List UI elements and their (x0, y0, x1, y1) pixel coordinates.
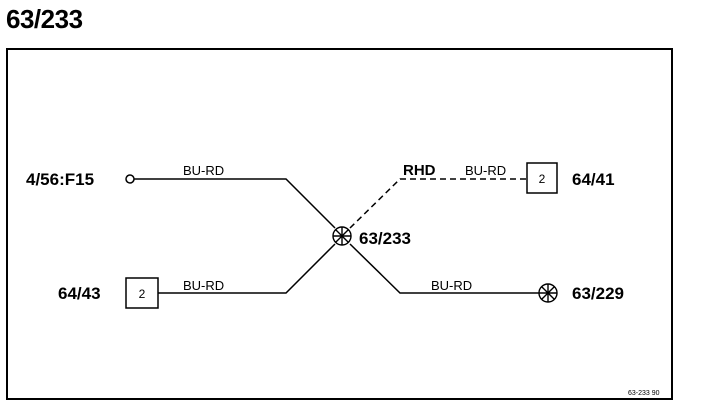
label-rhd: RHD (403, 162, 436, 179)
connector-box-64-43 (125, 277, 159, 309)
page-title: 63/233 (6, 4, 83, 34)
pin-number-64-43: 2 (139, 287, 146, 301)
wire-color-bottom-left: BU-RD (183, 278, 224, 293)
wire-bottom-left (158, 243, 336, 294)
label-64-41: 64/41 (572, 170, 615, 189)
label-center-63-233: 63/233 (359, 229, 411, 248)
label-64-43: 64/43 (58, 284, 101, 303)
center-splice-icon (332, 226, 352, 246)
connector-box-64-41 (526, 162, 558, 194)
footer-reference: 63-233 90 (628, 390, 660, 397)
label-63-229: 63/229 (572, 284, 624, 303)
diagram-frame (6, 48, 673, 400)
label-4-56-f15: 4/56:F15 (26, 170, 94, 189)
wire-top-left (134, 178, 336, 229)
wire-bottom-right (349, 243, 539, 294)
wire-color-top-left: BU-RD (183, 163, 224, 178)
open-circle-terminal-icon (125, 174, 135, 184)
ground-splice-icon-63-229 (538, 283, 558, 303)
wire-color-top-right: BU-RD (465, 163, 506, 178)
wire-color-bottom-right: BU-RD (431, 278, 472, 293)
wire-top-right-rhd (349, 178, 527, 229)
pin-number-64-41: 2 (539, 172, 546, 186)
